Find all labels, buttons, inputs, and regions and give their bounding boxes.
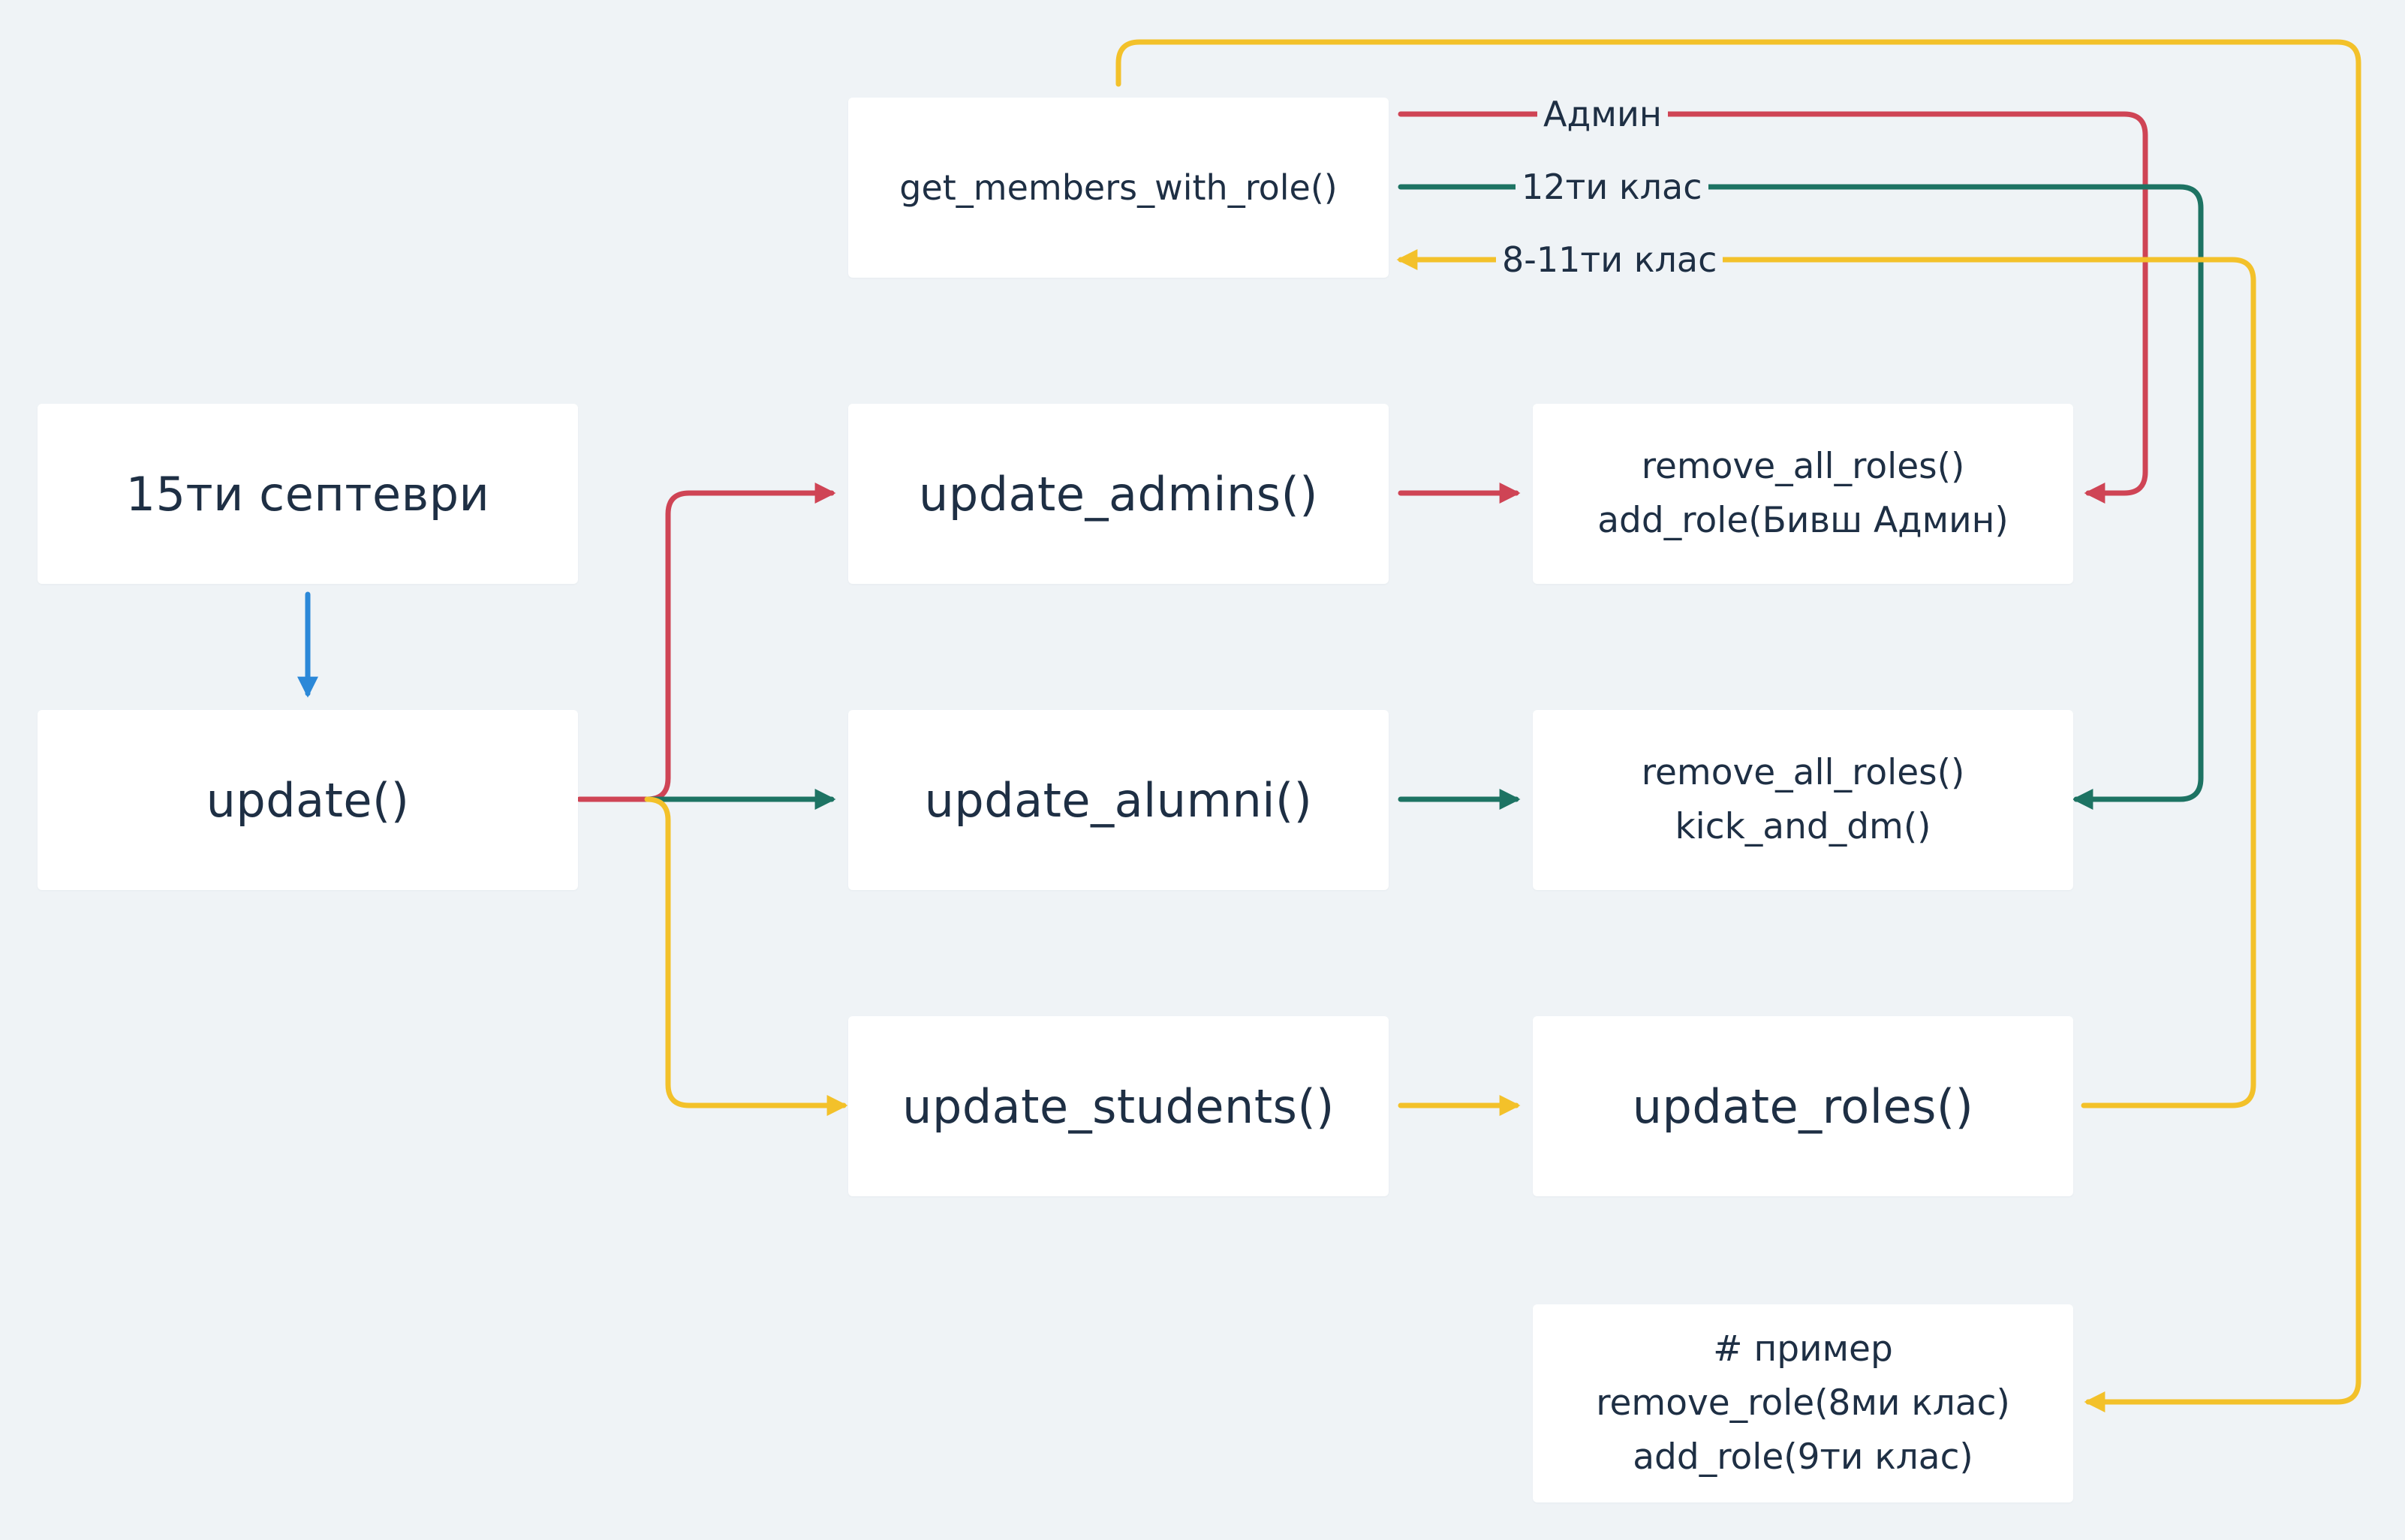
node-label-line: remove_all_roles() — [1641, 752, 1965, 793]
connector-update-to-admins — [576, 483, 836, 802]
node-label: update_roles() — [1632, 1078, 1974, 1134]
node-example[interactable]: # пример remove_role(8ми клас) add_role(… — [1533, 1304, 2073, 1502]
node-label: get_members_with_role() — [899, 167, 1338, 208]
node-alumni-actions[interactable]: remove_all_roles() kick_and_dm() — [1533, 710, 2073, 890]
node-update[interactable]: update() — [38, 710, 578, 890]
node-update-students[interactable]: update_students() — [848, 1016, 1389, 1196]
node-admin-actions[interactable]: remove_all_roles() add_role(Бивш Админ) — [1533, 404, 2073, 584]
node-label: update_alumni() — [924, 772, 1313, 828]
node-update-admins[interactable]: update_admins() — [848, 404, 1389, 584]
node-label: update() — [206, 772, 410, 828]
connector-grade12-role — [1398, 184, 2204, 810]
connector-grade8-11-role — [1396, 249, 2256, 1108]
node-15-september[interactable]: 15ти септеври — [38, 404, 578, 584]
node-label-line: add_role(9ти клас) — [1633, 1436, 1973, 1478]
node-label-line: add_role(Бивш Админ) — [1597, 500, 2009, 541]
node-label-line: remove_role(8ми клас) — [1596, 1382, 2010, 1424]
connector-admin-role — [1398, 111, 2148, 504]
node-label: update_students() — [902, 1078, 1335, 1134]
edge-label-grade8-11: 8-11ти клас — [1496, 237, 1723, 282]
connector-update-to-students — [644, 796, 848, 1116]
edge-label-admin: Админ — [1537, 92, 1668, 137]
edge-label-grade12: 12ти клас — [1516, 164, 1708, 209]
node-update-roles[interactable]: update_roles() — [1533, 1016, 2073, 1196]
node-label-line: # пример — [1713, 1328, 1893, 1370]
connector-members-to-example — [1115, 39, 2361, 1412]
node-label-line: kick_and_dm() — [1675, 806, 1931, 847]
node-update-alumni[interactable]: update_alumni() — [848, 710, 1389, 890]
node-get-members-with-role[interactable]: get_members_with_role() — [848, 98, 1389, 278]
node-label: 15ти септеври — [125, 466, 490, 522]
node-label-line: remove_all_roles() — [1641, 446, 1965, 487]
node-label: update_admins() — [919, 466, 1318, 522]
